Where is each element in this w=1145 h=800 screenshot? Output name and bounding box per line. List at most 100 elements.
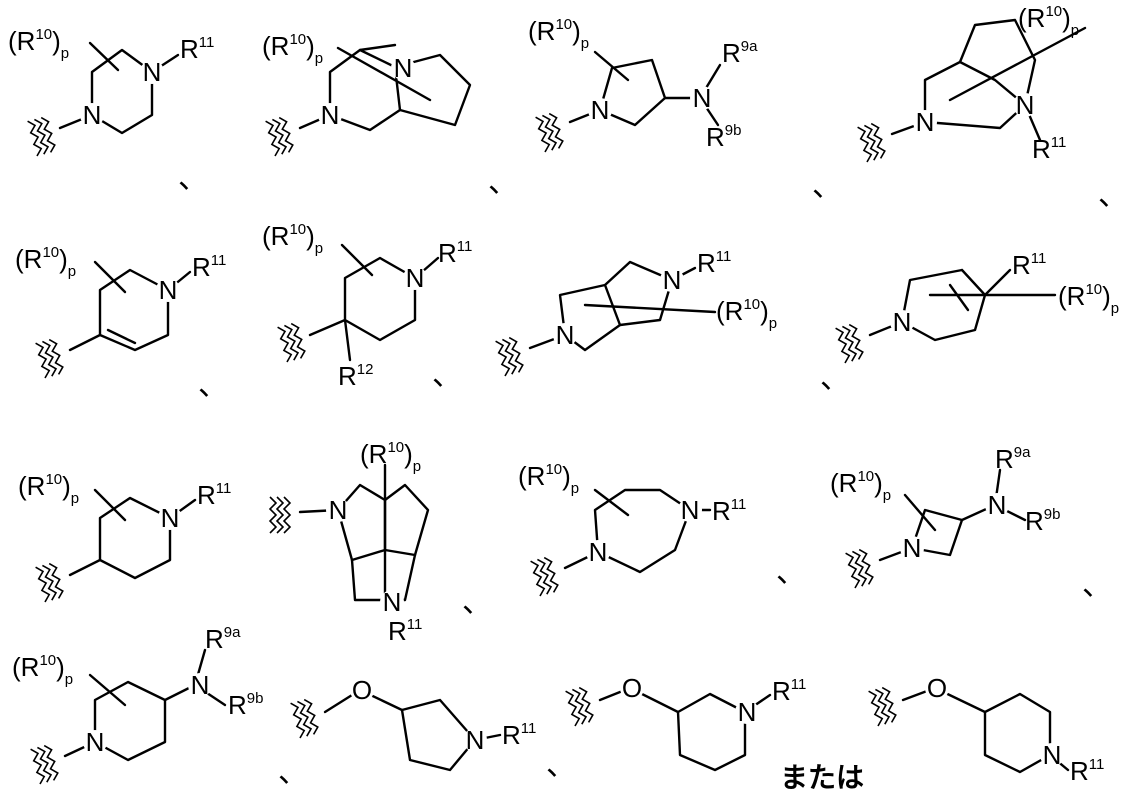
nitrogen-atom: N bbox=[466, 725, 485, 755]
bond bbox=[925, 62, 1025, 128]
separator-comma: 、 bbox=[462, 586, 492, 619]
bond bbox=[985, 270, 1010, 295]
structure-5-tetrahydropyridine: N(R10)pR11 bbox=[15, 244, 226, 378]
r11-substituent-label: R11 bbox=[197, 480, 231, 510]
r10-substituent-label: (R10)p bbox=[1018, 3, 1079, 39]
separator-comma: 、 bbox=[432, 359, 462, 392]
r11-substituent-label: R11 bbox=[502, 720, 536, 750]
bond bbox=[100, 498, 170, 578]
attachment-wavy-bond bbox=[836, 328, 850, 363]
nitrogen-atom: N bbox=[591, 95, 610, 125]
nitrogen-atom: N bbox=[738, 697, 757, 727]
r10-substituent-label: (R10)p bbox=[830, 468, 891, 504]
r11-substituent-label: R11 bbox=[192, 252, 226, 282]
attachment-wavy-bond bbox=[36, 343, 50, 378]
r9b-substituent-label: R9b bbox=[1025, 506, 1060, 536]
bond bbox=[70, 560, 100, 575]
separator-comma: 、 bbox=[820, 362, 850, 395]
r12-substituent-label: R12 bbox=[338, 361, 373, 391]
nitrogen-atom: N bbox=[1016, 90, 1035, 120]
separator-comma: 、 bbox=[278, 756, 308, 789]
r9a-substituent-label: R9a bbox=[722, 38, 758, 68]
r9a-substituent-label: R9a bbox=[205, 624, 241, 654]
separator-comma: 、 bbox=[178, 162, 208, 195]
r10-substituent-label: (R10)p bbox=[18, 471, 79, 507]
nitrogen-atom: N bbox=[86, 727, 105, 757]
structure-10-fused-pyrrolidines: NN(R10)pR11 bbox=[270, 439, 428, 646]
attachment-wavy-bond bbox=[266, 121, 280, 156]
separator-comma: 、 bbox=[198, 369, 228, 402]
nitrogen-atom: N bbox=[383, 587, 402, 617]
separator-comma: 、 bbox=[546, 749, 576, 782]
attachment-wavy-bond bbox=[291, 703, 305, 738]
bond bbox=[678, 694, 745, 770]
bond bbox=[962, 270, 985, 295]
nitrogen-atom: N bbox=[143, 57, 162, 87]
nitrogen-atom: N bbox=[589, 537, 608, 567]
r10-substituent-label: (R10)p bbox=[360, 439, 421, 475]
nitrogen-atom: N bbox=[394, 53, 413, 83]
structure-9-4-piperidinyl: N(R10)pR11 bbox=[18, 471, 231, 602]
nitrogen-atom: N bbox=[1043, 740, 1062, 770]
nitrogen-atom: N bbox=[329, 495, 348, 525]
nitrogen-atom: N bbox=[83, 100, 102, 130]
attachment-wavy-bond bbox=[28, 121, 42, 156]
separator-comma: 、 bbox=[1098, 179, 1128, 212]
attachment-wavy-bond bbox=[31, 749, 45, 784]
r10-substituent-label: (R10)p bbox=[262, 221, 323, 257]
bond bbox=[985, 694, 1050, 772]
attachment-wavy-bond bbox=[858, 127, 872, 162]
r11-substituent-label: R11 bbox=[180, 34, 214, 64]
r11-substituent-label: R11 bbox=[697, 248, 731, 278]
r11-substituent-label: R11 bbox=[438, 238, 472, 268]
r11-substituent-label: R11 bbox=[1012, 250, 1046, 280]
structure-15-piperidin-3-yloxy: ONR11 bbox=[566, 673, 807, 770]
separator-comma: 、 bbox=[812, 170, 842, 203]
r11-substituent-label: R11 bbox=[712, 496, 746, 526]
bond bbox=[345, 320, 350, 360]
r10-substituent-label: (R10)p bbox=[518, 461, 579, 497]
r10-substituent-label: (R10)p bbox=[262, 31, 323, 67]
bond bbox=[402, 700, 475, 770]
structure-3-aminopyrrolidine: NN(R10)pR9aR9b bbox=[528, 16, 758, 152]
r9a-substituent-label: R9a bbox=[995, 444, 1031, 474]
r10-substituent-label: (R10)p bbox=[15, 244, 76, 280]
bond bbox=[345, 258, 415, 340]
nitrogen-atom: N bbox=[916, 107, 935, 137]
bond bbox=[595, 490, 628, 515]
conjunction-label: または bbox=[780, 761, 864, 794]
bond bbox=[360, 45, 395, 50]
r11-substituent-label: R11 bbox=[772, 676, 806, 706]
attachment-wavy-bond bbox=[566, 691, 580, 726]
nitrogen-atom: N bbox=[903, 533, 922, 563]
structure-1-piperazine: NN(R10)pR11 bbox=[8, 26, 214, 156]
attachment-wavy-bond bbox=[869, 691, 883, 726]
r10-substituent-label: (R10)p bbox=[528, 16, 589, 52]
attachment-wavy-bond bbox=[536, 117, 550, 152]
separator-comma: 、 bbox=[776, 556, 806, 589]
structure-16-piperidin-4-yloxy: O N R11 bbox=[869, 673, 1105, 786]
r10-substituent-label: (R10)p bbox=[716, 296, 777, 332]
r11-substituent-label: R11 bbox=[1070, 756, 1104, 786]
nitrogen-atom: N bbox=[406, 263, 425, 293]
attachment-wavy-bond bbox=[270, 497, 276, 533]
bond bbox=[338, 48, 430, 100]
attachment-wavy-bond bbox=[277, 497, 283, 533]
bond bbox=[385, 485, 428, 555]
nitrogen-atom: N bbox=[693, 83, 712, 113]
attachment-wavy-bond bbox=[496, 341, 510, 376]
r10-substituent-label: (R10)p bbox=[1058, 281, 1119, 317]
bond bbox=[70, 335, 100, 350]
structure-11-homopiperazine: NN(R10)pR11 bbox=[518, 461, 746, 596]
structure-8-azabicyclohexane: N R11 (R10)p 、 、 、 bbox=[198, 250, 1119, 402]
oxygen-atom: O bbox=[927, 673, 947, 703]
nitrogen-atom: N bbox=[663, 265, 682, 295]
nitrogen-atom: N bbox=[191, 670, 210, 700]
attachment-wavy-bond bbox=[284, 497, 290, 533]
separator-comma: 、 bbox=[1082, 569, 1112, 602]
structure-7-octahydropyrrolopyrrole: NNR11(R10)p bbox=[496, 248, 778, 376]
separator-comma: 、 bbox=[488, 166, 518, 199]
structure-2-fused-bicyclic-diamine: NN(R10)p bbox=[262, 31, 470, 156]
attachment-wavy-bond bbox=[278, 327, 292, 362]
